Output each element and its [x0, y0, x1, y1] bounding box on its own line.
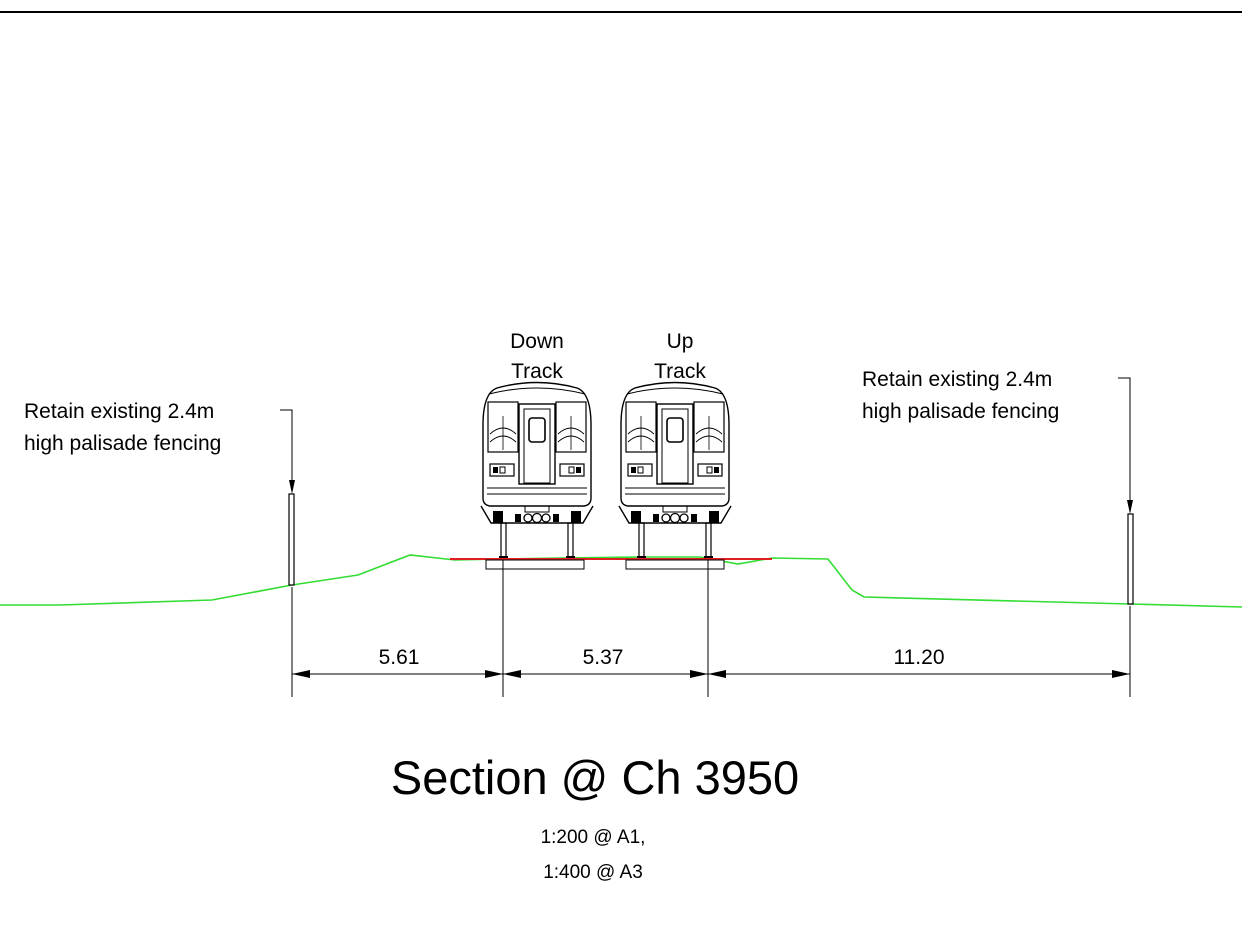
- dim-arrow: [485, 670, 503, 678]
- scale-note-line1: 1:200 @ A1,: [541, 827, 646, 848]
- down-track-label-line2: Track: [511, 360, 563, 383]
- left-fence-note-line2: high palisade fencing: [24, 432, 221, 455]
- down-track-train: [480, 381, 594, 558]
- up-track-label-line1: Up: [667, 330, 694, 353]
- right-fence-arrowhead: [1127, 500, 1133, 514]
- up-track-train: [618, 381, 732, 558]
- dimension-value-fence-to-down: 5.61: [379, 646, 420, 669]
- dim-arrow: [1112, 670, 1130, 678]
- left-fence-post: [288, 493, 295, 586]
- up-track-sleeper: [625, 559, 725, 570]
- right-fence-note-line1: Retain existing 2.4m: [862, 368, 1052, 391]
- up-track-label-line2: Track: [654, 360, 706, 383]
- dim-arrow: [503, 670, 521, 678]
- left-fence-note-line1: Retain existing 2.4m: [24, 400, 214, 423]
- right-fence-leader: [1118, 377, 1131, 512]
- left-fence-arrowhead: [289, 480, 295, 494]
- ground-profile-line: [0, 554, 1242, 608]
- right-fence-note-line2: high palisade fencing: [862, 400, 1059, 423]
- down-track-sleeper: [485, 559, 585, 570]
- dimension-value-down-to-up: 5.37: [583, 646, 624, 669]
- dim-arrow: [708, 670, 726, 678]
- left-fence-leader: [280, 409, 293, 492]
- dim-arrow: [292, 670, 310, 678]
- dimension-value-up-to-fence: 11.20: [894, 646, 945, 669]
- scale-note-line2: 1:400 @ A3: [543, 862, 643, 883]
- down-track-label-line1: Down: [510, 330, 564, 353]
- right-fence-post: [1127, 513, 1134, 605]
- section-title: Section @ Ch 3950: [391, 751, 799, 804]
- dim-arrow: [690, 670, 708, 678]
